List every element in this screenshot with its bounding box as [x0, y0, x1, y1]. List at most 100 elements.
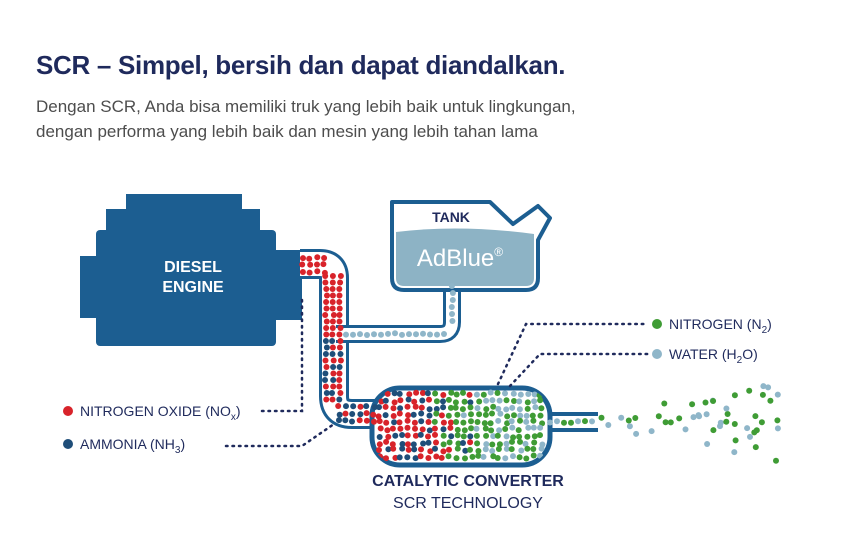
- molecule-dot: [322, 279, 329, 286]
- molecule-dot: [447, 419, 454, 426]
- molecule-dot: [329, 279, 336, 286]
- molecule-dot: [496, 397, 503, 404]
- molecule-dot: [336, 318, 343, 325]
- molecule-dot: [487, 420, 494, 427]
- molecule-dot: [357, 411, 364, 418]
- molecule-dot: [662, 419, 669, 426]
- molecule-dot: [418, 404, 425, 411]
- molecule-dot: [329, 325, 336, 331]
- molecule-dot: [661, 400, 668, 407]
- molecule-dot: [350, 331, 356, 338]
- molecule-dot: [314, 261, 320, 268]
- molecule-dot: [330, 364, 337, 370]
- molecule-dot: [568, 419, 574, 426]
- molecule-dot: [404, 432, 411, 439]
- molecule-dot: [633, 430, 640, 437]
- molecule-dot: [524, 405, 531, 412]
- molecule-dot: [523, 418, 530, 425]
- molecule-dot: [468, 411, 474, 418]
- molecule-dot: [488, 427, 495, 434]
- molecule-dot: [467, 404, 474, 411]
- molecule-dot: [473, 391, 480, 398]
- molecule-dot: [322, 338, 329, 344]
- molecule-dot: [503, 445, 510, 452]
- molecule-dot: [475, 448, 482, 454]
- molecule-dot: [517, 412, 524, 419]
- molecule-dot: [323, 305, 330, 312]
- molecule-dot: [329, 396, 336, 403]
- molecule-dot: [396, 454, 403, 461]
- molecule-dot: [483, 441, 490, 448]
- molecule-dot: [330, 357, 337, 364]
- molecule-dot: [474, 440, 481, 447]
- molecule-dot: [758, 419, 765, 426]
- molecule-dot: [467, 433, 474, 440]
- molecule-dot: [467, 399, 474, 406]
- molecule-dot: [405, 446, 412, 453]
- molecule-dot: [481, 420, 488, 427]
- molecule-dot: [396, 419, 403, 426]
- molecule-dot: [349, 418, 355, 425]
- molecule-dot: [504, 413, 511, 420]
- molecule-dot: [502, 390, 508, 397]
- molecule-dot: [648, 428, 655, 435]
- molecule-dot: [336, 312, 343, 318]
- molecule-dot: [336, 417, 342, 424]
- molecule-dot: [410, 411, 417, 418]
- molecule-dot: [453, 419, 460, 425]
- molecule-dot: [425, 455, 432, 461]
- molecule-dot: [336, 377, 343, 383]
- molecule-dot: [448, 283, 455, 289]
- molecule-dot: [605, 422, 612, 428]
- molecule-dot: [307, 261, 314, 268]
- molecule-dot: [363, 410, 370, 417]
- page-subtitle: Dengan SCR, Anda bisa memiliki truk yang…: [36, 94, 576, 144]
- molecule-dot: [382, 412, 389, 419]
- molecule-dot: [497, 410, 504, 417]
- molecule-dot: [382, 397, 389, 404]
- molecule-dot: [452, 404, 459, 411]
- molecule-dot: [404, 417, 411, 424]
- molecule-dot: [517, 391, 524, 398]
- nitrogen-legend-label: NITROGEN (N2): [669, 316, 772, 336]
- molecule-dot: [404, 424, 411, 431]
- molecule-dot: [420, 440, 427, 447]
- molecule-dot: [523, 412, 530, 419]
- ammonia-legend-dot: [63, 439, 73, 449]
- molecule-dot: [625, 417, 632, 424]
- molecule-dot: [495, 446, 502, 452]
- molecule-dot: [468, 418, 474, 425]
- molecule-dot: [473, 432, 480, 439]
- molecule-dot: [445, 453, 452, 460]
- molecule-dot: [537, 432, 543, 439]
- molecule-dot: [475, 452, 482, 459]
- molecule-dot: [391, 419, 398, 426]
- molecule-dot: [516, 433, 523, 440]
- molecule-dot: [440, 392, 447, 398]
- molecule-dot: [337, 279, 344, 286]
- molecule-dot: [432, 390, 439, 397]
- molecule-dot: [618, 414, 625, 421]
- molecule-dot: [483, 406, 490, 413]
- molecule-dot: [537, 397, 544, 404]
- molecule-dot: [717, 419, 724, 426]
- molecule-dot: [350, 403, 357, 410]
- molecule-dot: [531, 391, 538, 398]
- molecule-dot: [336, 331, 343, 338]
- molecule-dot: [489, 410, 495, 417]
- molecule-dot: [411, 419, 418, 426]
- molecule-dot: [480, 453, 487, 460]
- molecule-dot: [329, 273, 336, 279]
- molecule-dot: [385, 433, 392, 440]
- molecule-dot: [509, 438, 515, 445]
- molecule-dot: [467, 439, 474, 446]
- molecule-dot: [696, 413, 703, 420]
- molecule-dot: [329, 318, 336, 325]
- molecule-dot: [774, 417, 781, 424]
- molecule-dot: [538, 445, 545, 452]
- molecule-dot: [751, 429, 758, 436]
- molecule-dot: [752, 444, 759, 451]
- molecule-dot: [424, 390, 431, 397]
- molecule-dot: [554, 418, 560, 425]
- molecule-dot: [314, 268, 321, 275]
